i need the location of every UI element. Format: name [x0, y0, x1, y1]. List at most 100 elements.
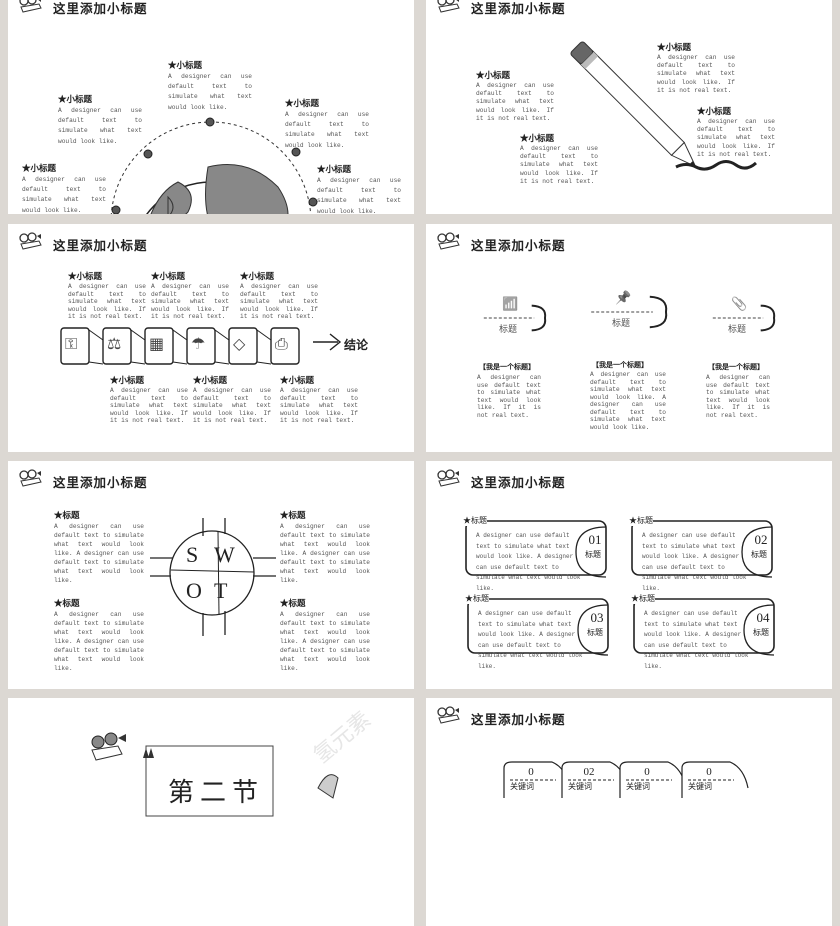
text-block: ★小标题 A designer can use default text to s… — [240, 270, 318, 321]
item-text: A designer can use default text to simul… — [193, 387, 271, 425]
item-text: A designer can use default text to simul… — [110, 387, 188, 425]
item-heading: ★小标题 — [193, 375, 228, 385]
item-heading: ★小标题 — [520, 133, 555, 143]
text-block: ★小标题 A designer can use default text to s… — [520, 132, 598, 186]
film-projector-icon — [19, 0, 42, 13]
item-heading: ★小标题 — [68, 271, 103, 281]
film-projector-icon — [437, 706, 460, 724]
text-block: ★小标题 A designer can use default text to s… — [697, 105, 775, 159]
rounded-box — [467, 598, 609, 654]
slide-thumbnail-7[interactable]: 第二节氢元素 — [8, 698, 414, 926]
slide-title: 这里添加小标题 — [53, 2, 148, 16]
box-text: A designer can use default text to simul… — [642, 532, 747, 592]
film-projector-icon — [437, 469, 460, 487]
item-heading: ★小标题 — [168, 60, 203, 70]
printer-icon: ⎙ — [275, 336, 288, 353]
scales-icon: ⚖ — [107, 336, 122, 353]
conclusion-label: 结论 — [344, 338, 369, 352]
item-text: A designer can use default text to simul… — [697, 118, 775, 158]
tab-number: 0 — [528, 766, 534, 778]
tab-label: 关键词 — [626, 782, 650, 791]
film-projector-icon — [437, 232, 460, 250]
film-projector-icon — [19, 469, 42, 487]
item-heading: ★小标题 — [697, 106, 732, 116]
gear-label: 标题 — [728, 324, 747, 334]
box-number: 02 — [754, 532, 768, 547]
pushpin-icon: 📌 — [615, 290, 632, 305]
item-heading: ★标题 — [54, 510, 80, 520]
item-heading: ★小标题 — [285, 98, 320, 108]
gear-label: 标题 — [612, 318, 631, 328]
tab-label: 关键词 — [568, 782, 592, 791]
globe-icon — [110, 117, 318, 214]
slide-title: 这里添加小标题 — [471, 239, 566, 253]
box-label: 标题 — [751, 550, 767, 559]
slide-thumbnail-2[interactable]: 这里添加小标题 ★小标题 A designer can use default te… — [426, 0, 832, 214]
wifi-icon: 📶 — [502, 296, 519, 311]
slide-title: 这里添加小标题 — [471, 2, 566, 16]
box-heading: ★标题 — [629, 515, 653, 526]
box-label: 标题 — [753, 628, 769, 637]
item-text: A designer can use default text to simul… — [280, 387, 358, 425]
slide-title: 这里添加小标题 — [53, 239, 148, 253]
slide-title: 这里添加小标题 — [471, 476, 566, 490]
text-block: ★小标题 A designer can use default text to s… — [193, 374, 271, 425]
gear-caption: 【我是一个标题】 — [708, 363, 764, 371]
paperclip-icon: 📎 — [731, 296, 748, 311]
slide-thumbnail-1[interactable]: 这里添加小标题 ★小标题 A designer can use default te… — [8, 0, 414, 214]
tab-label: 关键词 — [688, 782, 712, 791]
box-heading: ★标题 — [631, 593, 655, 604]
item-text: A designer can use default text to simul… — [280, 611, 370, 672]
item-heading: ★小标题 — [110, 375, 145, 385]
text-block: A designer can use default text to simul… — [477, 374, 541, 419]
clapperboard-icon — [143, 748, 154, 758]
tab-number: 02 — [583, 766, 595, 778]
item-heading: ★小标题 — [476, 70, 511, 80]
text-block: ★小标题 A designer can use default text to s… — [68, 270, 146, 321]
rounded-box — [465, 520, 607, 576]
text-block: A designer can use default text to simul… — [706, 374, 770, 419]
film-projector-icon — [437, 0, 460, 13]
item-text: A designer can use default text to simul… — [706, 374, 770, 419]
item-heading: ★小标题 — [240, 271, 275, 281]
item-text: A designer can use default text to simul… — [240, 283, 318, 321]
item-heading: ★标题 — [280, 598, 306, 608]
slide-thumbnail-4[interactable]: 这里添加小标题 📶 标题【我是一个标题】 A designer can use def… — [426, 224, 832, 452]
text-block: ★小标题 A designer can use default text to s… — [58, 93, 142, 147]
item-text: A designer can use default text to simul… — [317, 177, 401, 214]
item-text: A designer can use default text to simul… — [58, 107, 142, 145]
gear-shape — [712, 304, 776, 332]
text-block: ★小标题 A designer can use default text to s… — [476, 69, 554, 123]
item-text: A designer can use default text to simul… — [54, 611, 144, 672]
item-heading: ★小标题 — [151, 271, 186, 281]
gear-shape — [591, 295, 668, 329]
umbrella-icon: ☂ — [191, 336, 206, 353]
tab-number: 0 — [706, 766, 712, 778]
item-text: A designer can use default text to simul… — [657, 54, 735, 94]
box-text: A designer can use default text to simul… — [644, 610, 749, 670]
timeline — [60, 327, 342, 365]
swot-letter: W — [214, 542, 235, 567]
item-heading: ★小标题 — [22, 163, 57, 173]
item-heading: ★小标题 — [58, 94, 93, 104]
gear-shape — [483, 304, 547, 332]
gear-caption: 【我是一个标题】 — [592, 361, 648, 369]
item-text: A designer can use default text to simul… — [520, 145, 598, 185]
item-text: A designer can use default text to simul… — [68, 283, 146, 321]
box-label: 标题 — [587, 628, 603, 637]
item-text: A designer can use default text to simul… — [54, 523, 144, 584]
diamond-icon: ◇ — [233, 336, 246, 353]
pencil-icon — [570, 41, 758, 171]
box-heading: ★标题 — [463, 515, 487, 526]
box-number: 01 — [588, 532, 602, 547]
tab-label: 关键词 — [510, 782, 534, 791]
calculator-icon: ▦ — [149, 336, 165, 353]
item-text: A designer can use default text to simul… — [476, 82, 554, 122]
